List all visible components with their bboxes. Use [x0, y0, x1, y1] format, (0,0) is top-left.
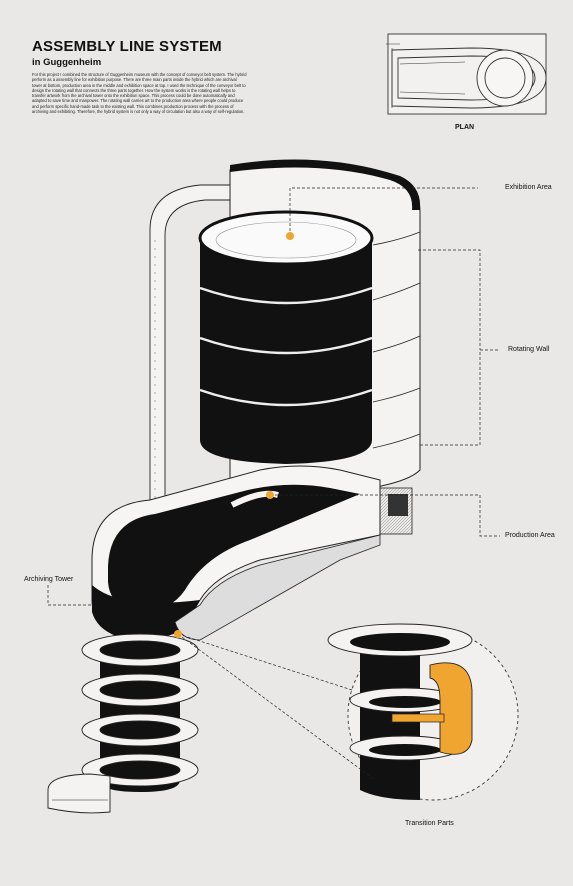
- rotating-wall-label: Rotating Wall: [508, 346, 550, 353]
- poster-title: ASSEMBLY LINE SYSTEM: [32, 38, 222, 55]
- production-area-label: Production Area: [505, 532, 555, 539]
- plan-label: PLAN: [455, 124, 475, 131]
- exhibition-area-label: Exhibition Area: [505, 184, 552, 191]
- archiving-tower-label: Archiving Tower: [24, 576, 74, 583]
- project-description: For this project I combined the structur…: [32, 72, 247, 115]
- plan-drawing: [386, 33, 547, 115]
- leader-markers: [174, 232, 294, 638]
- transition-parts-label: Transition Parts: [405, 820, 454, 827]
- leader-lines: [47, 187, 500, 781]
- poster-subtitle: in Guggenheim: [32, 57, 102, 68]
- production-ramp: [91, 465, 413, 642]
- archiving-tower: [47, 633, 199, 814]
- rotating-wall-cylinder: [198, 210, 374, 464]
- transition-detail: [327, 623, 519, 801]
